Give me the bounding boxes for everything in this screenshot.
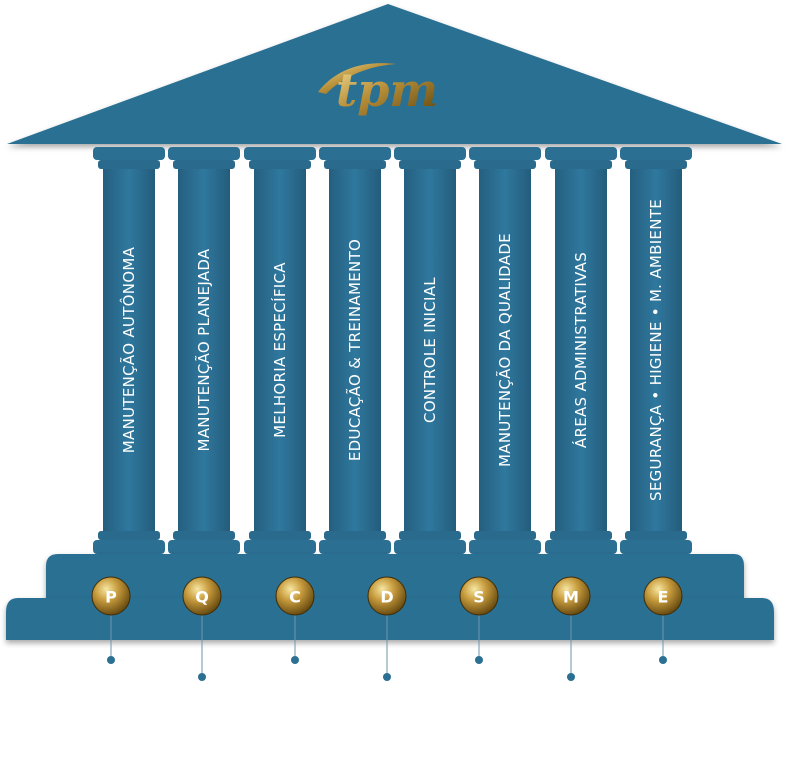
- pillar-capital-bottom: [98, 160, 160, 169]
- pillar-4: EDUCAÇÃO & TREINAMENTO: [319, 147, 391, 554]
- logo-swoosh: [318, 63, 396, 94]
- pillar-base-top: [249, 531, 311, 540]
- pillar-capital-top: [545, 147, 617, 160]
- pillar-capital-top: [168, 147, 240, 160]
- marker-coin: [459, 576, 499, 616]
- marker-letter: P: [105, 588, 117, 607]
- pillar-base-top: [474, 531, 536, 540]
- pillar-capital-top: [93, 147, 165, 160]
- pillar-shaft: [103, 169, 155, 531]
- pillar-base-top: [324, 531, 386, 540]
- marker-coin: [91, 576, 131, 616]
- marker-dot: [291, 656, 299, 664]
- pillar-label: EDUCAÇÃO & TREINAMENTO: [345, 239, 364, 461]
- marker-dot: [659, 656, 667, 664]
- pillar-base-top: [399, 531, 461, 540]
- pillar-base-top: [173, 531, 235, 540]
- pillar-base-bottom: [168, 540, 240, 554]
- marker-coin: [551, 576, 591, 616]
- pillars: MANUTENÇÃO AUTÔNOMA MANUTENÇÃO PLANEJADA M…: [93, 147, 692, 554]
- marker-letter: M: [563, 588, 579, 607]
- marker-d: D: [367, 576, 407, 681]
- pillar-shaft: [178, 169, 230, 531]
- marker-coin: [182, 576, 222, 616]
- pillar-label: CONTROLE INICIAL: [421, 277, 439, 423]
- marker-coin: [643, 576, 683, 616]
- pillar-1: MANUTENÇÃO AUTÔNOMA: [93, 147, 165, 554]
- pillar-capital-top: [394, 147, 466, 160]
- pillar-base-top: [625, 531, 687, 540]
- pillar-capital-bottom: [474, 160, 536, 169]
- pillar-capital-top: [319, 147, 391, 160]
- pillar-shaft: [630, 169, 682, 531]
- pillar-base-bottom: [620, 540, 692, 554]
- pillar-capital-bottom: [399, 160, 461, 169]
- pillar-capital-bottom: [625, 160, 687, 169]
- marker-dot: [107, 656, 115, 664]
- pillar-label: MANUTENÇÃO AUTÔNOMA: [119, 246, 138, 453]
- pillar-label: MANUTENÇÃO PLANEJADA: [194, 248, 213, 451]
- marker-p: P: [91, 576, 131, 664]
- pillar-base-bottom: [93, 540, 165, 554]
- pillar-capital-top: [620, 147, 692, 160]
- pillar-capital-bottom: [249, 160, 311, 169]
- pillar-shaft: [404, 169, 456, 531]
- pillar-label: SEGURANÇA • HIGIENE • M. AMBIENTE: [647, 199, 665, 501]
- marker-dot: [198, 673, 206, 681]
- pillar-base-top: [550, 531, 612, 540]
- pillar-label: MELHORIA ESPECÍFICA: [270, 262, 289, 438]
- marker-dot: [567, 673, 575, 681]
- logo-text: tpm: [336, 63, 438, 117]
- pillar-capital-bottom: [324, 160, 386, 169]
- marker-dot: [475, 656, 483, 664]
- pillar-base-top: [98, 531, 160, 540]
- marker-letter: C: [289, 588, 301, 607]
- pillar-base-bottom: [244, 540, 316, 554]
- pillar-shaft: [555, 169, 607, 531]
- pillar-6: MANUTENÇÃO DA QUALIDADE: [469, 147, 541, 554]
- marker-coin: [367, 576, 407, 616]
- pillar-capital-top: [469, 147, 541, 160]
- marker-q: Q: [182, 576, 222, 681]
- pillar-capital-bottom: [173, 160, 235, 169]
- marker-s: S: [459, 576, 499, 664]
- pillar-base-bottom: [319, 540, 391, 554]
- marker-c: C: [275, 576, 315, 664]
- pillar-base-bottom: [545, 540, 617, 554]
- pillar-capital-bottom: [550, 160, 612, 169]
- marker-letter: S: [473, 588, 485, 607]
- pillar-7: ÁREAS ADMINISTRATIVAS: [545, 147, 617, 554]
- pillar-label: MANUTENÇÃO DA QUALIDADE: [495, 233, 514, 467]
- marker-m: M: [551, 576, 591, 681]
- tpm-logo: tpm: [318, 63, 438, 117]
- pillar-base-bottom: [469, 540, 541, 554]
- pillar-shaft: [329, 169, 381, 531]
- marker-coin: [275, 576, 315, 616]
- pillar-label: ÁREAS ADMINISTRATIVAS: [571, 252, 590, 448]
- pillar-shaft: [479, 169, 531, 531]
- pillar-2: MANUTENÇÃO PLANEJADA: [168, 147, 240, 554]
- pillar-base-bottom: [394, 540, 466, 554]
- marker-letter: Q: [195, 588, 209, 607]
- marker-e: E: [643, 576, 683, 664]
- pillar-5: CONTROLE INICIAL: [394, 147, 466, 554]
- pillar-3: MELHORIA ESPECÍFICA: [244, 147, 316, 554]
- marker-letter: D: [380, 588, 393, 607]
- marker-dot: [383, 673, 391, 681]
- pillar-capital-top: [244, 147, 316, 160]
- roof: [7, 4, 782, 144]
- pillar-8: SEGURANÇA • HIGIENE • M. AMBIENTE: [620, 147, 692, 554]
- marker-letter: E: [658, 588, 669, 607]
- pillar-shaft: [254, 169, 306, 531]
